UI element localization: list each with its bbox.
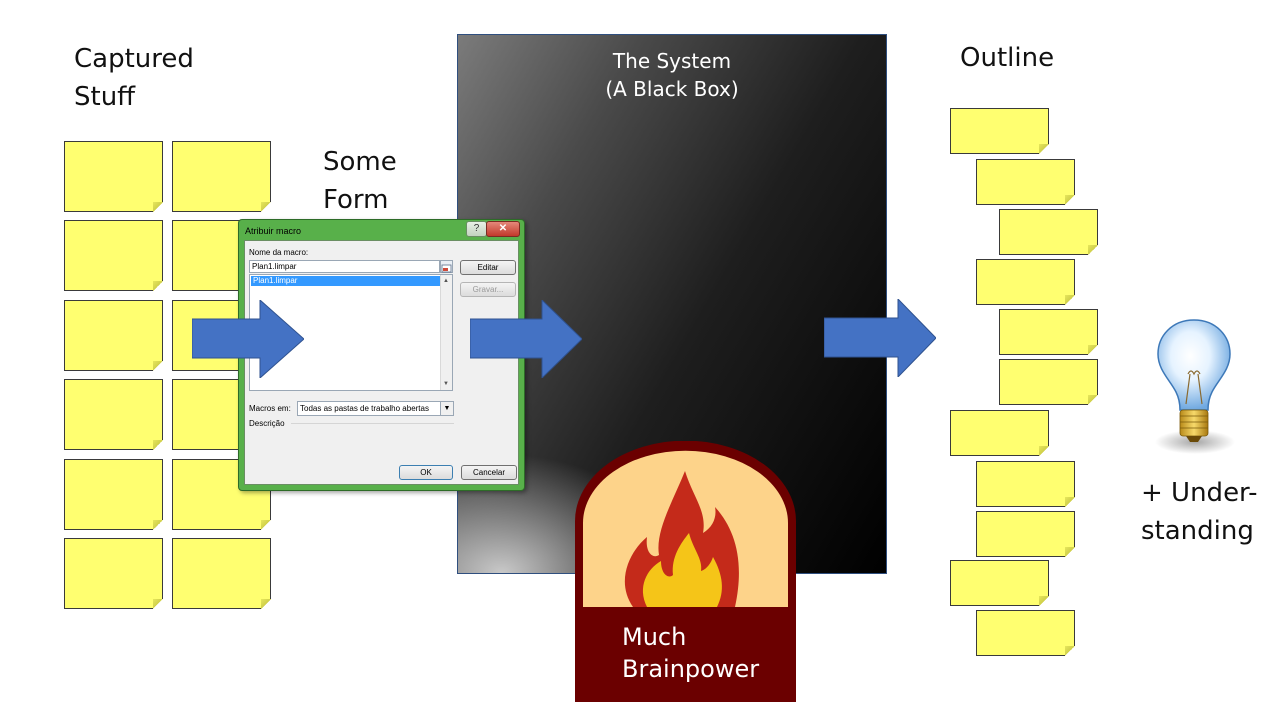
brainpower-label: Much Brainpower: [622, 621, 759, 685]
ok-button[interactable]: OK: [399, 465, 453, 480]
scroll-down-icon[interactable]: ▼: [443, 381, 449, 387]
system-title-line1: The System: [612, 49, 732, 73]
some-form-line1: Some: [323, 147, 397, 177]
sticky-note: [172, 141, 271, 212]
range-picker-icon[interactable]: [440, 260, 453, 273]
outline-note: [976, 610, 1075, 656]
macro-name-input[interactable]: Plan1.limpar: [249, 260, 440, 273]
outline-note: [999, 209, 1098, 255]
macro-name-label: Nome da macro:: [249, 248, 309, 257]
sticky-note: [64, 379, 163, 450]
macros-in-label: Macros em:: [249, 404, 291, 413]
brainpower-line2: Brainpower: [622, 655, 760, 683]
outline-note: [999, 359, 1098, 405]
sticky-note: [64, 538, 163, 609]
fire-icon: [624, 471, 739, 607]
macros-in-select[interactable]: Todas as pastas de trabalho abertas ▼: [297, 401, 454, 416]
cancel-button[interactable]: Cancelar: [461, 465, 517, 480]
sticky-note: [172, 538, 271, 609]
outline-note: [976, 159, 1075, 205]
arrow-to-outline: [824, 299, 936, 377]
system-title: The System (A Black Box): [458, 47, 886, 103]
system-title-line2: (A Black Box): [605, 77, 739, 101]
sticky-note: [64, 459, 163, 530]
help-button[interactable]: ?: [466, 221, 487, 237]
outline-label: Outline: [960, 43, 1055, 73]
outline-note: [976, 511, 1075, 557]
assign-macro-dialog: Atribuir macro ? ✕ Nome da macro: Plan1.…: [238, 219, 525, 491]
brainpower-line1: Much: [622, 623, 687, 651]
understanding-line2: standing: [1141, 516, 1254, 546]
sticky-note: [64, 220, 163, 291]
outline-note: [950, 410, 1049, 456]
sticky-note: [64, 300, 163, 371]
understanding-label: + Under- standing: [1141, 474, 1257, 550]
macro-list-scrollbar[interactable]: ▲ ▼: [440, 275, 452, 390]
some-form-line2: Form: [323, 185, 389, 215]
macro-list-item[interactable]: Plan1.limpar: [251, 276, 440, 286]
macros-in-value: Todas as pastas de trabalho abertas: [300, 404, 429, 413]
captured-stuff-line1: Captured: [74, 44, 194, 74]
outline-note: [999, 309, 1098, 355]
outline-note: [976, 259, 1075, 305]
some-form-label: Some Form: [323, 143, 397, 219]
close-button[interactable]: ✕: [486, 221, 520, 237]
arrow-to-form: [192, 300, 304, 378]
captured-stuff-label: Captured Stuff: [74, 40, 194, 116]
lightbulb-icon: [1155, 319, 1235, 454]
captured-stuff-line2: Stuff: [74, 82, 136, 112]
sticky-note: [172, 459, 271, 530]
outline-note: [976, 461, 1075, 507]
description-label: Descrição: [249, 419, 285, 428]
understanding-line1: + Under-: [1141, 478, 1258, 508]
edit-button[interactable]: Editar: [460, 260, 516, 275]
scroll-up-icon[interactable]: ▲: [443, 278, 449, 284]
dialog-client-area: Nome da macro: Plan1.limpar Plan1.limpar…: [244, 240, 519, 485]
furnace: [575, 441, 796, 702]
sticky-note: [64, 141, 163, 212]
outline-note: [950, 108, 1049, 154]
arrow-to-system: [470, 300, 582, 378]
outline-note: [950, 560, 1049, 606]
description-divider: [291, 423, 454, 424]
chevron-down-icon[interactable]: ▼: [440, 402, 453, 415]
dialog-title: Atribuir macro: [245, 226, 302, 236]
record-button[interactable]: Gravar...: [460, 282, 516, 297]
dialog-titlebar[interactable]: Atribuir macro ? ✕: [239, 220, 524, 240]
